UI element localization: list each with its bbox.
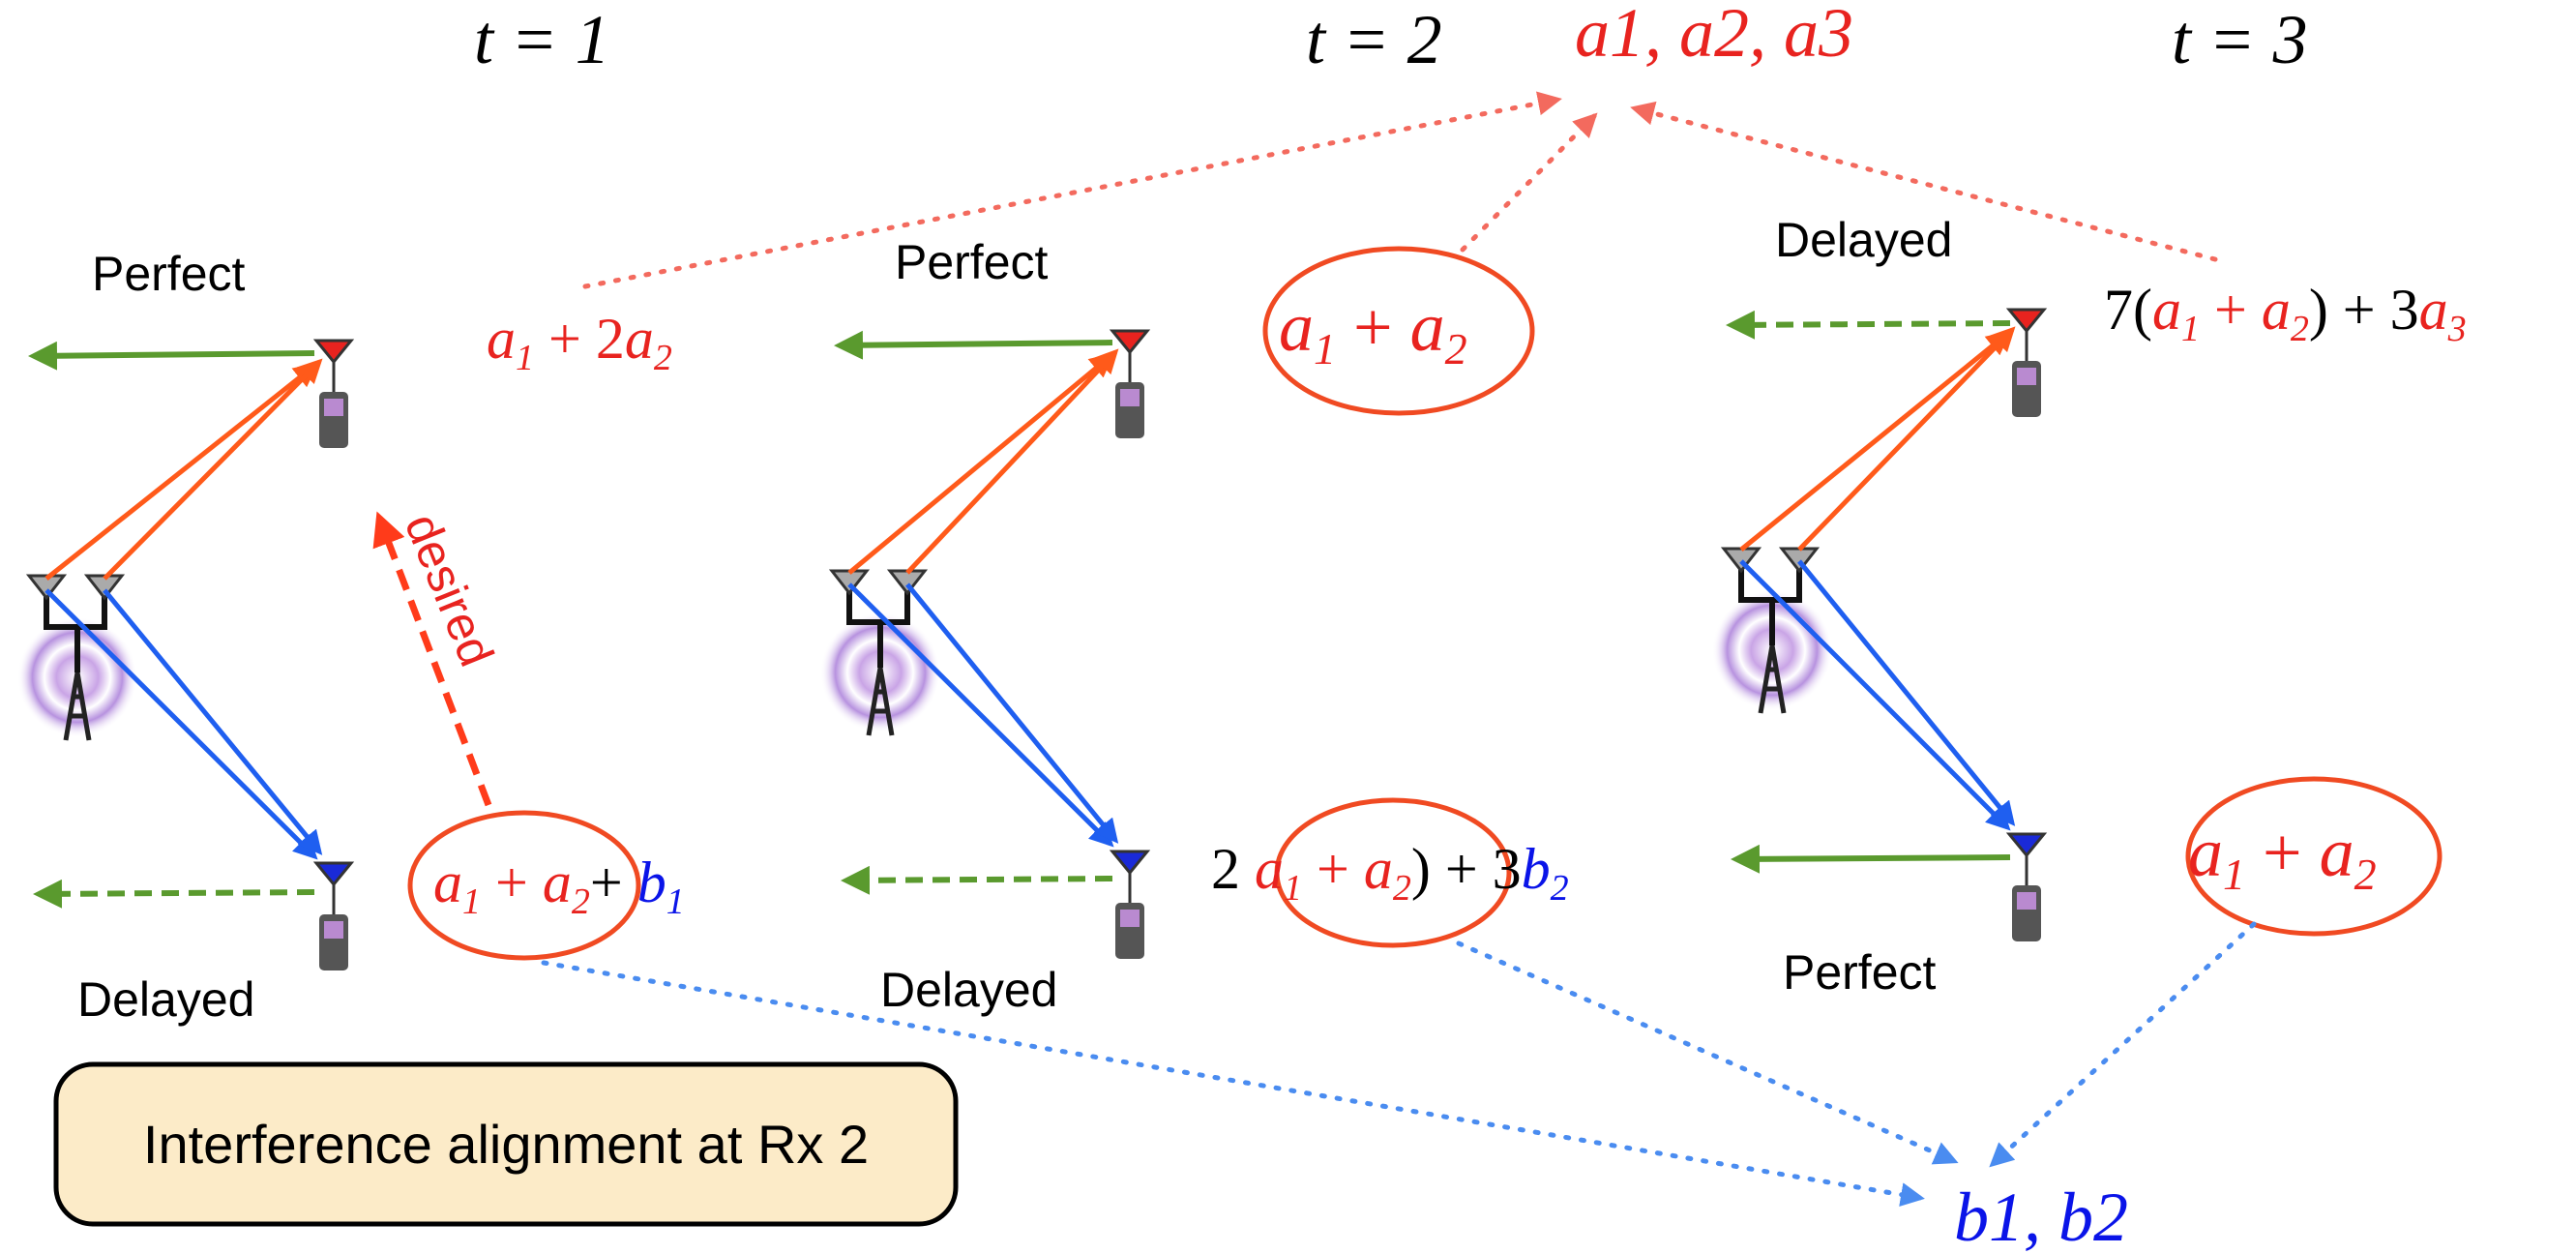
base-station-icon: [17, 576, 137, 740]
link-tx-rx1: [907, 352, 1115, 573]
feedback-arrow: [846, 879, 1112, 881]
link-tx-rx2: [1799, 561, 2012, 822]
link-tx-rx1: [104, 362, 319, 579]
time-label-1: t = 1: [474, 1, 610, 78]
receiver-1-icon: [316, 341, 351, 448]
link-tx-rx1: [849, 356, 1110, 573]
receiver-2-icon: [316, 863, 351, 970]
collect-arrow: [1993, 924, 2254, 1164]
link-tx-rx1: [1799, 330, 2012, 550]
rx1-equation: a1 + 2a2: [487, 307, 672, 378]
bottom-symbol-set: b1, b2: [1954, 1179, 2128, 1254]
scene-1: Perfect Delayed a1 + 2a2 a1 + a2+ b1 des…: [17, 247, 685, 1027]
receiver-2-icon: [2009, 834, 2044, 941]
rx2-equation: a1 + a2+ b1: [433, 851, 685, 922]
link-tx-rx1: [46, 366, 314, 579]
scene-3: Delayed Perfect 7(a1 + a2) + 3a3 a1 + a2: [1712, 213, 2467, 1000]
feedback-label: Delayed: [77, 972, 254, 1027]
link-tx-rx2: [104, 590, 319, 851]
collect-arrow: [585, 100, 1557, 286]
feedback-label: Perfect: [895, 235, 1049, 289]
info-box-text: Interference alignment at Rx 2: [143, 1114, 869, 1175]
collect-arrow: [1463, 116, 1594, 250]
feedback-label: Delayed: [880, 963, 1057, 1017]
feedback-label: Perfect: [1783, 945, 1937, 1000]
rx2-equation: a1 + a2: [2188, 814, 2377, 899]
rx1-equation: 7(a1 + a2) + 3a3: [2104, 278, 2467, 349]
feedback-arrow: [1732, 323, 2010, 325]
receiver-2-icon: [1112, 851, 1147, 959]
rx2-equation: 2 a1 + a2) + 3b2: [1211, 837, 1569, 909]
link-tx-rx2: [907, 584, 1115, 840]
top-symbol-set: a1, a2, a3: [1575, 0, 1853, 72]
desired-label: desired: [395, 506, 504, 673]
feedback-arrow: [39, 892, 314, 894]
feedback-arrow: [34, 353, 314, 356]
feedback-label: Perfect: [92, 247, 246, 301]
receiver-1-icon: [1112, 331, 1147, 438]
scene-2: Perfect Delayed a1 + a2 2 a1 + a2) + 3b2: [820, 235, 1569, 1017]
time-label-3: t = 3: [2172, 1, 2308, 78]
base-station-icon: [820, 571, 940, 735]
rx1-equation: a1 + a2: [1279, 288, 1467, 373]
feedback-label: Delayed: [1775, 213, 1952, 267]
link-tx-rx1: [1741, 334, 2007, 550]
feedback-arrow: [840, 343, 1112, 345]
feedback-arrow: [1736, 857, 2010, 859]
receiver-1-icon: [2009, 310, 2044, 417]
time-label-2: t = 2: [1306, 1, 1442, 78]
